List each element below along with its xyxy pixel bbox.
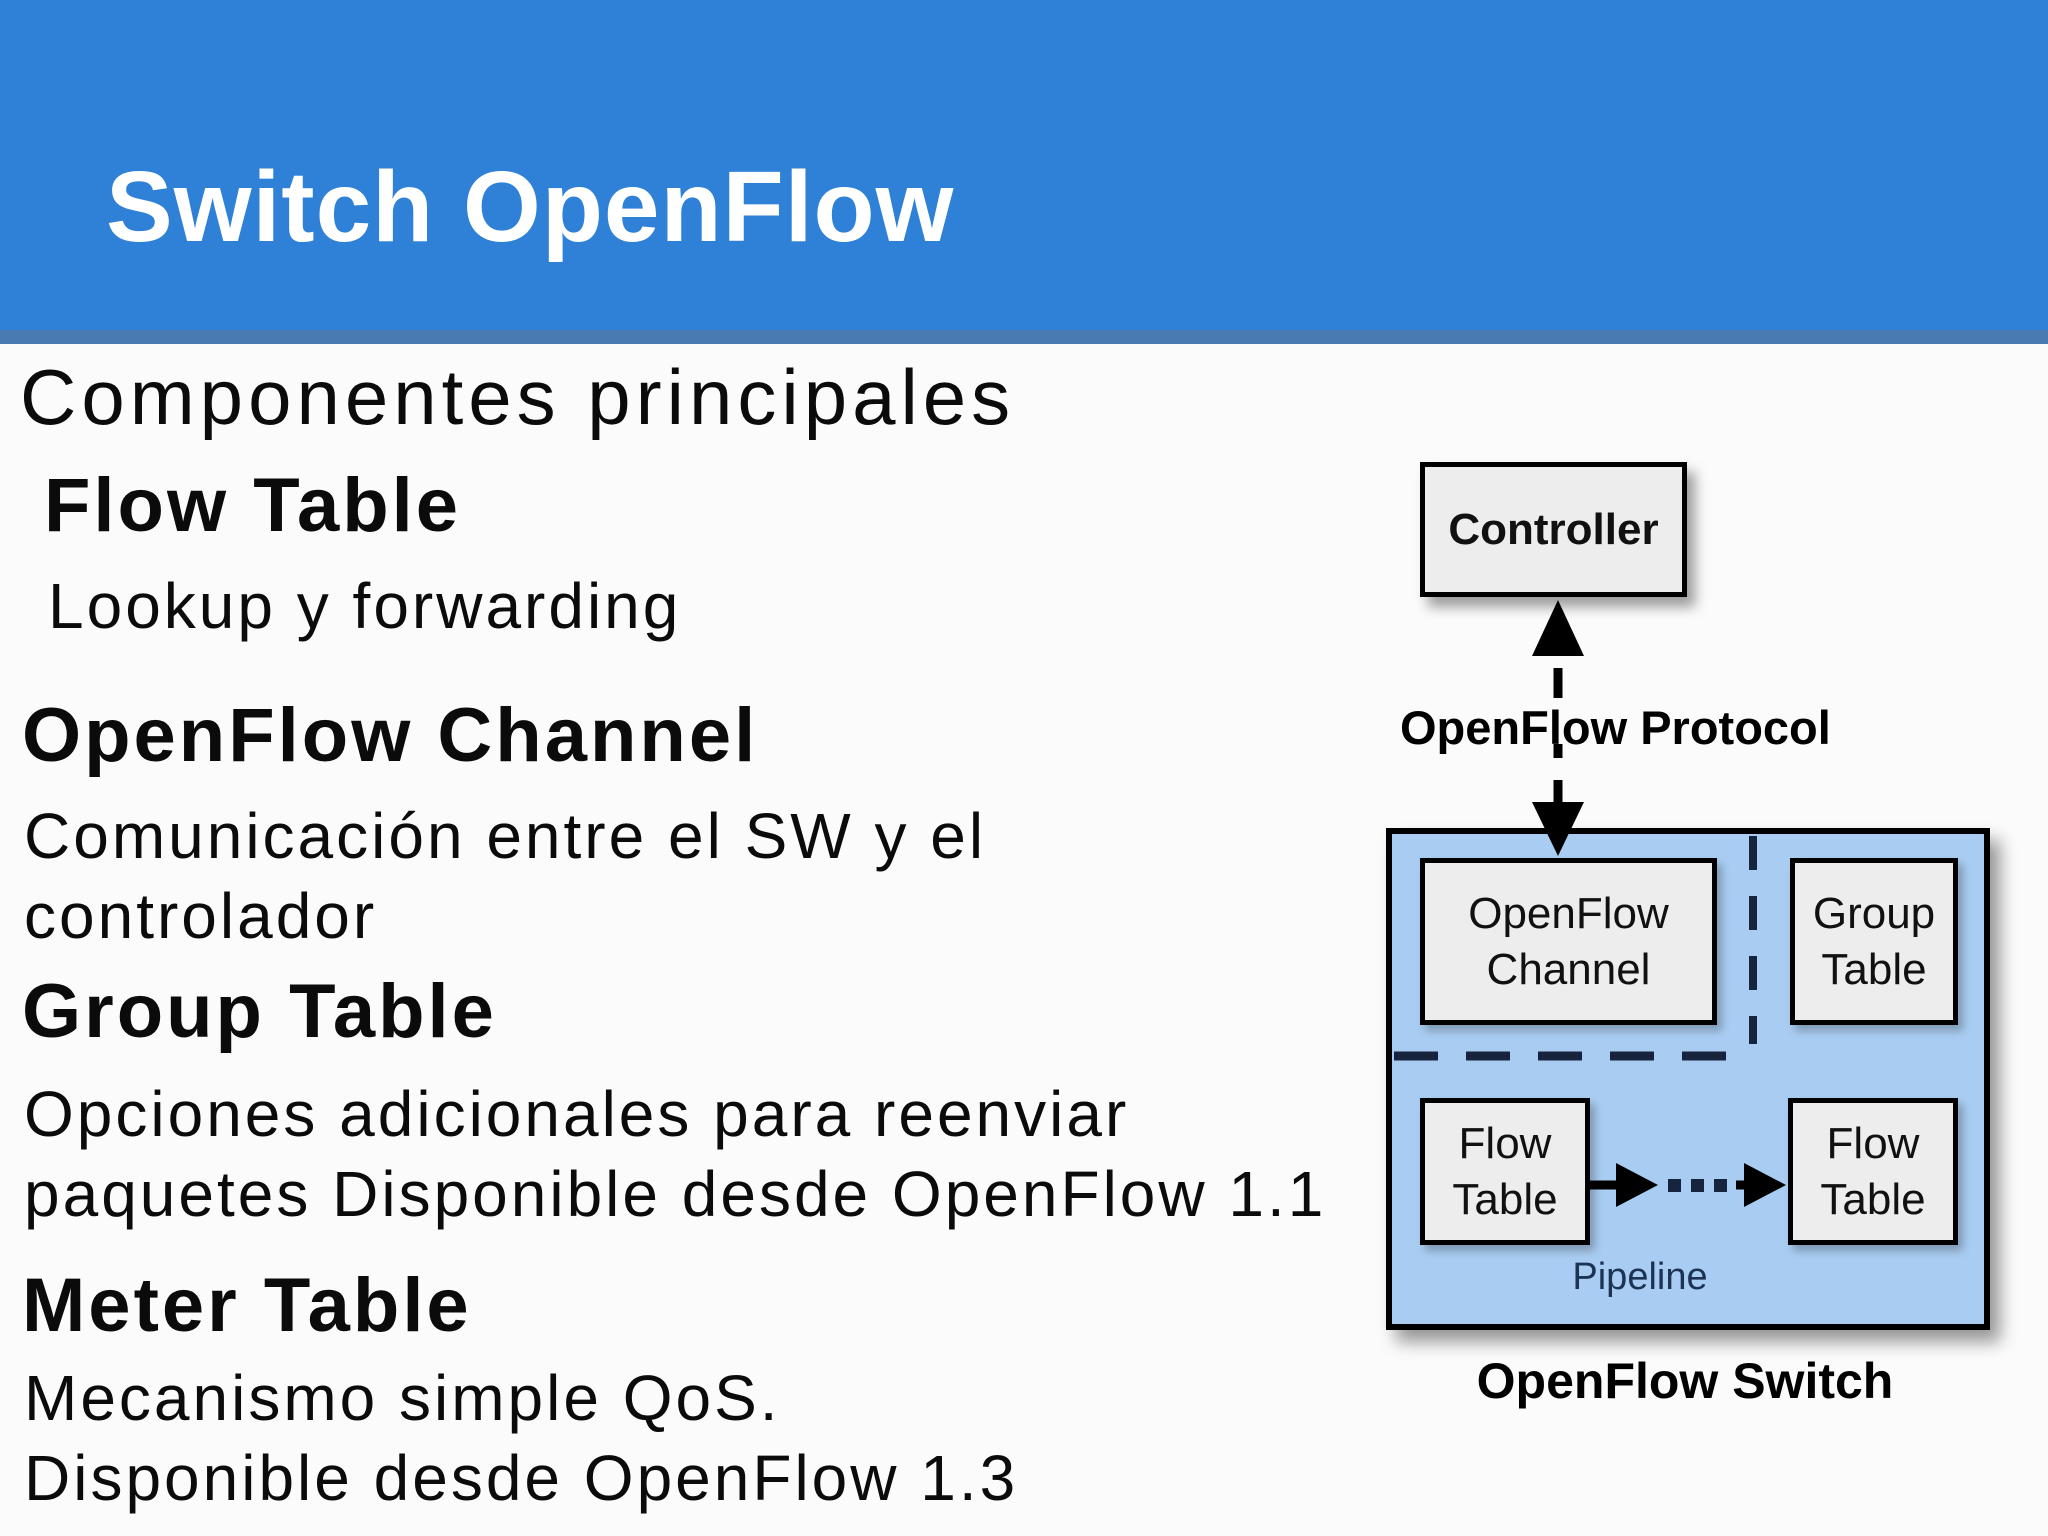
controller-box: Controller <box>1420 462 1687 597</box>
openflow-channel-box: OpenFlow Channel <box>1420 858 1717 1025</box>
section-heading-openflow-channel: OpenFlow Channel <box>22 693 759 778</box>
flow-table-right-label-line2: Table <box>1820 1174 1926 1224</box>
body-line: Mecanismo simple QoS. <box>24 1362 781 1434</box>
openflow-channel-label-line1: OpenFlow <box>1468 888 1669 938</box>
section-heading-meter-table: Meter Table <box>22 1263 472 1348</box>
title-bar-divider <box>0 330 2048 344</box>
title-bar <box>0 0 2048 330</box>
body-line: Lookup y forwarding <box>48 570 682 642</box>
body-line: paquetes Disponible desde OpenFlow 1.1 <box>24 1158 1327 1230</box>
group-table-label-line2: Table <box>1821 944 1927 994</box>
flow-table-right-label-line1: Flow <box>1826 1118 1920 1168</box>
section-heading-flow-table: Flow Table <box>44 463 462 548</box>
section-heading-group-table: Group Table <box>22 969 497 1054</box>
protocol-arrow-up-icon <box>1532 600 1584 656</box>
body-line: Disponible desde OpenFlow 1.3 <box>24 1442 1019 1514</box>
section-body-flow-table: Lookup y forwarding <box>48 566 681 646</box>
body-line: Opciones adicionales para reenviar <box>24 1078 1130 1150</box>
section-body-meter-table: Mecanismo simple QoS. Disponible desde O… <box>24 1358 1018 1518</box>
body-line: Comunicación entre el SW y el <box>24 800 987 872</box>
group-table-box: Group Table <box>1790 858 1958 1025</box>
openflow-switch-caption: OpenFlow Switch <box>1476 1353 1894 1409</box>
flow-table-left-label-line2: Table <box>1452 1174 1558 1224</box>
openflow-channel-label-line2: Channel <box>1486 944 1651 994</box>
openflow-protocol-label: OpenFlow Protocol <box>1400 701 1831 754</box>
section-body-openflow-channel: Comunicación entre el SW y el controlado… <box>24 796 986 956</box>
slide-subtitle: Componentes principales <box>20 353 1016 441</box>
body-line: controlador <box>24 880 378 952</box>
section-body-group-table: Opciones adicionales para reenviar paque… <box>24 1074 1326 1234</box>
slide-title: Switch OpenFlow <box>106 151 955 263</box>
flow-table-left-label-line1: Flow <box>1458 1118 1552 1168</box>
pipeline-label: Pipeline <box>1572 1256 1708 1298</box>
flow-table-left-box: Flow Table <box>1420 1098 1590 1245</box>
controller-label: Controller <box>1448 504 1659 554</box>
group-table-label-line1: Group <box>1812 888 1936 938</box>
flow-table-right-box: Flow Table <box>1788 1098 1958 1245</box>
